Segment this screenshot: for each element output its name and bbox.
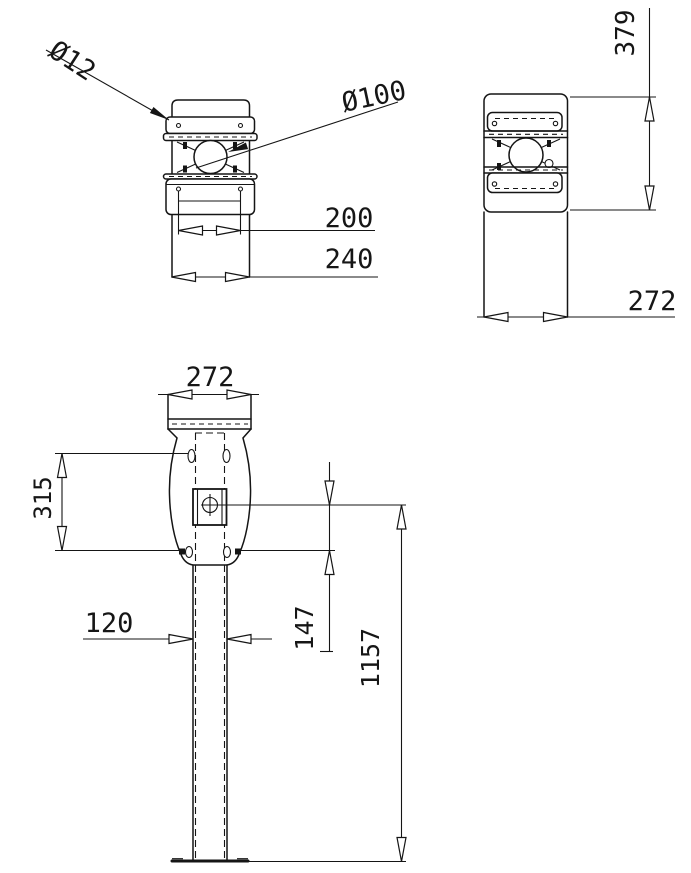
pedestal-front-view: 272 315 120 147 <box>29 362 407 863</box>
dim-head-width-272: 272 <box>158 362 259 400</box>
dim-hole-spacing-200: 200 <box>177 191 375 236</box>
dim-120-label: 120 <box>85 608 134 639</box>
lower-slot <box>222 545 232 559</box>
dim-315-label: 315 <box>29 476 57 519</box>
upper-slot <box>222 448 231 464</box>
clamp-bore-circle <box>193 139 228 175</box>
dim-1157-label: 1157 <box>356 628 385 688</box>
leader-arrow <box>149 107 169 120</box>
dim-240-label: 240 <box>325 244 374 275</box>
front-bracket-view: 200 240 Ø12 Ø100 <box>43 35 409 283</box>
dim-379-label: 379 <box>611 10 641 57</box>
upper-plate-edge <box>486 111 563 132</box>
clamp-bore-circle-side <box>508 137 544 173</box>
top-clamp-plate <box>165 116 256 135</box>
dim-272-side-label: 272 <box>628 286 677 317</box>
upper-slot <box>187 448 196 464</box>
dim-272-head-label: 272 <box>186 362 235 393</box>
bottom-clamp-plate <box>165 178 256 216</box>
pedestal-shroud-outline <box>167 428 252 566</box>
callout-012-label: Ø12 <box>43 35 101 88</box>
callout-bolt-hole-dia: Ø12 <box>43 35 170 121</box>
dim-200-label: 200 <box>325 203 374 234</box>
bracket-shell-outline <box>483 93 569 213</box>
dim-assembly-height-379: 379 <box>570 8 656 211</box>
base-plate <box>170 858 250 863</box>
side-bracket-view: 379 272 <box>477 8 677 323</box>
lower-plate-edge <box>486 172 563 194</box>
dim-147-label: 147 <box>290 605 319 650</box>
callout-0100-label: Ø100 <box>339 75 409 119</box>
dim-body-width-240: 240 <box>171 244 378 283</box>
bracket-body-outline <box>171 99 251 278</box>
leader-arrow <box>228 142 249 152</box>
dim-overall-height-1157: 1157 <box>356 504 407 862</box>
dim-post-width-120: 120 <box>83 608 272 645</box>
plate-bolt-hole <box>237 122 244 129</box>
lower-slot <box>184 545 194 559</box>
plate-bolt-hole <box>175 122 182 129</box>
dim-body-depth-272: 272 <box>477 286 677 323</box>
dim-box-offset-147: 147 <box>290 462 335 653</box>
dim-bracket-span-315: 315 <box>29 452 188 552</box>
